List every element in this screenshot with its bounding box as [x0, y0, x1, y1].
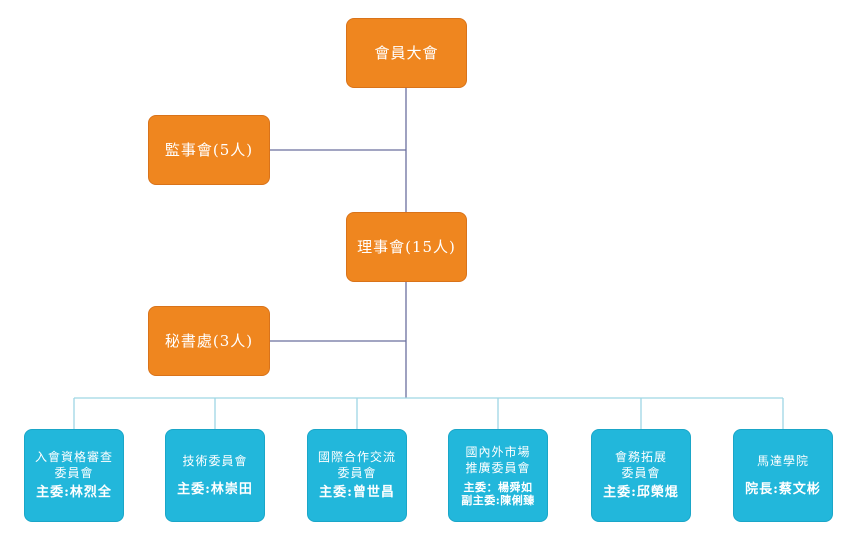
committee-box-technical: 技術委員會 主委:林崇田: [165, 429, 265, 522]
supervisors-box: 監事會(5人): [148, 115, 270, 185]
committee-title-line2: 委員會: [621, 466, 661, 481]
committee-chair: 主委:邱榮焜: [603, 485, 679, 501]
general-assembly-box: 會員大會: [346, 18, 467, 88]
committee-chair: 主委：楊舜如: [463, 480, 533, 494]
committee-title: 會務拓展: [614, 450, 667, 465]
committee-box-market: 國內外市場 推廣委員會 主委：楊舜如 副主委:陳俐臻: [448, 429, 548, 522]
committee-title: 國內外市場: [465, 445, 531, 460]
secretariat-label: 秘書處(3人): [164, 331, 254, 350]
committee-box-affairs: 會務拓展 委員會 主委:邱榮焜: [591, 429, 691, 522]
committee-title-line2: 委員會: [337, 466, 377, 481]
secretariat-box: 秘書處(3人): [148, 306, 270, 376]
supervisors-label: 監事會(5人): [164, 140, 254, 159]
committee-title-line2: 推廣委員會: [465, 461, 531, 476]
committee-box-admission: 入會資格審查 委員會 主委:林烈全: [24, 429, 124, 522]
committee-chair: 主委:林烈全: [36, 485, 112, 501]
committee-vice-chair: 副主委:陳俐臻: [461, 493, 535, 507]
board-box: 理事會(15人): [346, 212, 467, 282]
committee-title: 馬達學院: [756, 453, 809, 468]
committee-title: 技術委員會: [182, 453, 248, 468]
committee-box-international: 國際合作交流 委員會 主委:曾世昌: [307, 429, 407, 522]
committee-title-line2: 委員會: [54, 466, 94, 481]
general-assembly-label: 會員大會: [374, 43, 439, 62]
committee-chair: 主委:曾世昌: [319, 485, 395, 501]
board-label: 理事會(15人): [357, 237, 456, 256]
committee-title: 國際合作交流: [317, 450, 396, 465]
committee-box-academy: 馬達學院 院長:蔡文彬: [733, 429, 833, 522]
committee-title: 入會資格審查: [34, 450, 113, 465]
committee-chair: 院長:蔡文彬: [745, 481, 821, 497]
committee-chair: 主委:林崇田: [177, 481, 253, 497]
